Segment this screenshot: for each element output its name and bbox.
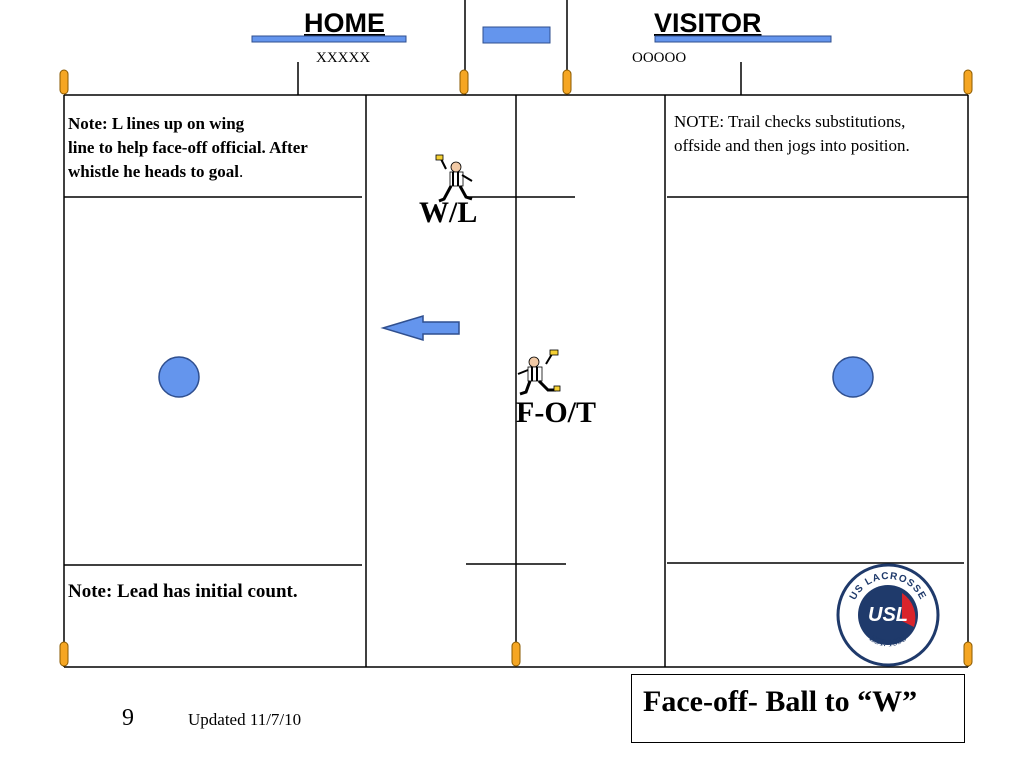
referee-wing-icon xyxy=(435,154,473,203)
logo-bottom-text: EST. 1998 xyxy=(866,632,908,649)
trail-note: NOTE: Trail checks substitutions, offsid… xyxy=(674,110,964,158)
wing-note: Note: L lines up on wing line to help fa… xyxy=(68,112,362,184)
wing-note-line3-wrap: whistle he heads to goal. xyxy=(68,160,362,184)
slide-title-box: Face-off- Ball to “W” xyxy=(631,674,965,743)
cone-markers xyxy=(59,69,973,667)
lead-note: Note: Lead has initial count. xyxy=(68,581,298,602)
home-bench-bar xyxy=(251,35,407,43)
updated-date: Updated 11/7/10 xyxy=(188,710,302,729)
wing-official-label: W/L xyxy=(419,196,478,229)
home-team: XXXXX xyxy=(316,50,371,66)
svg-text:EST. 1998: EST. 1998 xyxy=(866,632,908,649)
visitor-label: VISITOR xyxy=(654,8,762,38)
wing-note-line1: Note: L lines up on wing xyxy=(68,114,245,133)
movement-arrow xyxy=(380,314,460,342)
slide-title: Face-off- Ball to “W” xyxy=(643,685,918,718)
wing-note-line2: line to help face-off official. After xyxy=(68,138,308,157)
us-lacrosse-logo: US LACROSSE USL EST. 1998 xyxy=(836,563,940,667)
visitor-bench-bar xyxy=(654,35,832,43)
goal-right xyxy=(832,356,874,398)
referee-faceoff-icon xyxy=(517,349,561,396)
visitor-team: OOOOO xyxy=(632,50,687,66)
home-label: HOME xyxy=(304,8,385,38)
goal-left xyxy=(158,356,200,398)
wing-note-line3: whistle he heads to goal xyxy=(68,162,239,181)
trail-note-line1: NOTE: Trail checks substitutions, xyxy=(674,112,906,131)
table-bar xyxy=(482,26,551,44)
slide-number: 9 xyxy=(122,705,134,731)
faceoff-official-label: F-O/T xyxy=(516,396,596,429)
wing-note-period: . xyxy=(238,162,244,181)
trail-note-line2: offside and then jogs into position. xyxy=(674,136,910,155)
logo-center-text: USL xyxy=(868,604,908,626)
